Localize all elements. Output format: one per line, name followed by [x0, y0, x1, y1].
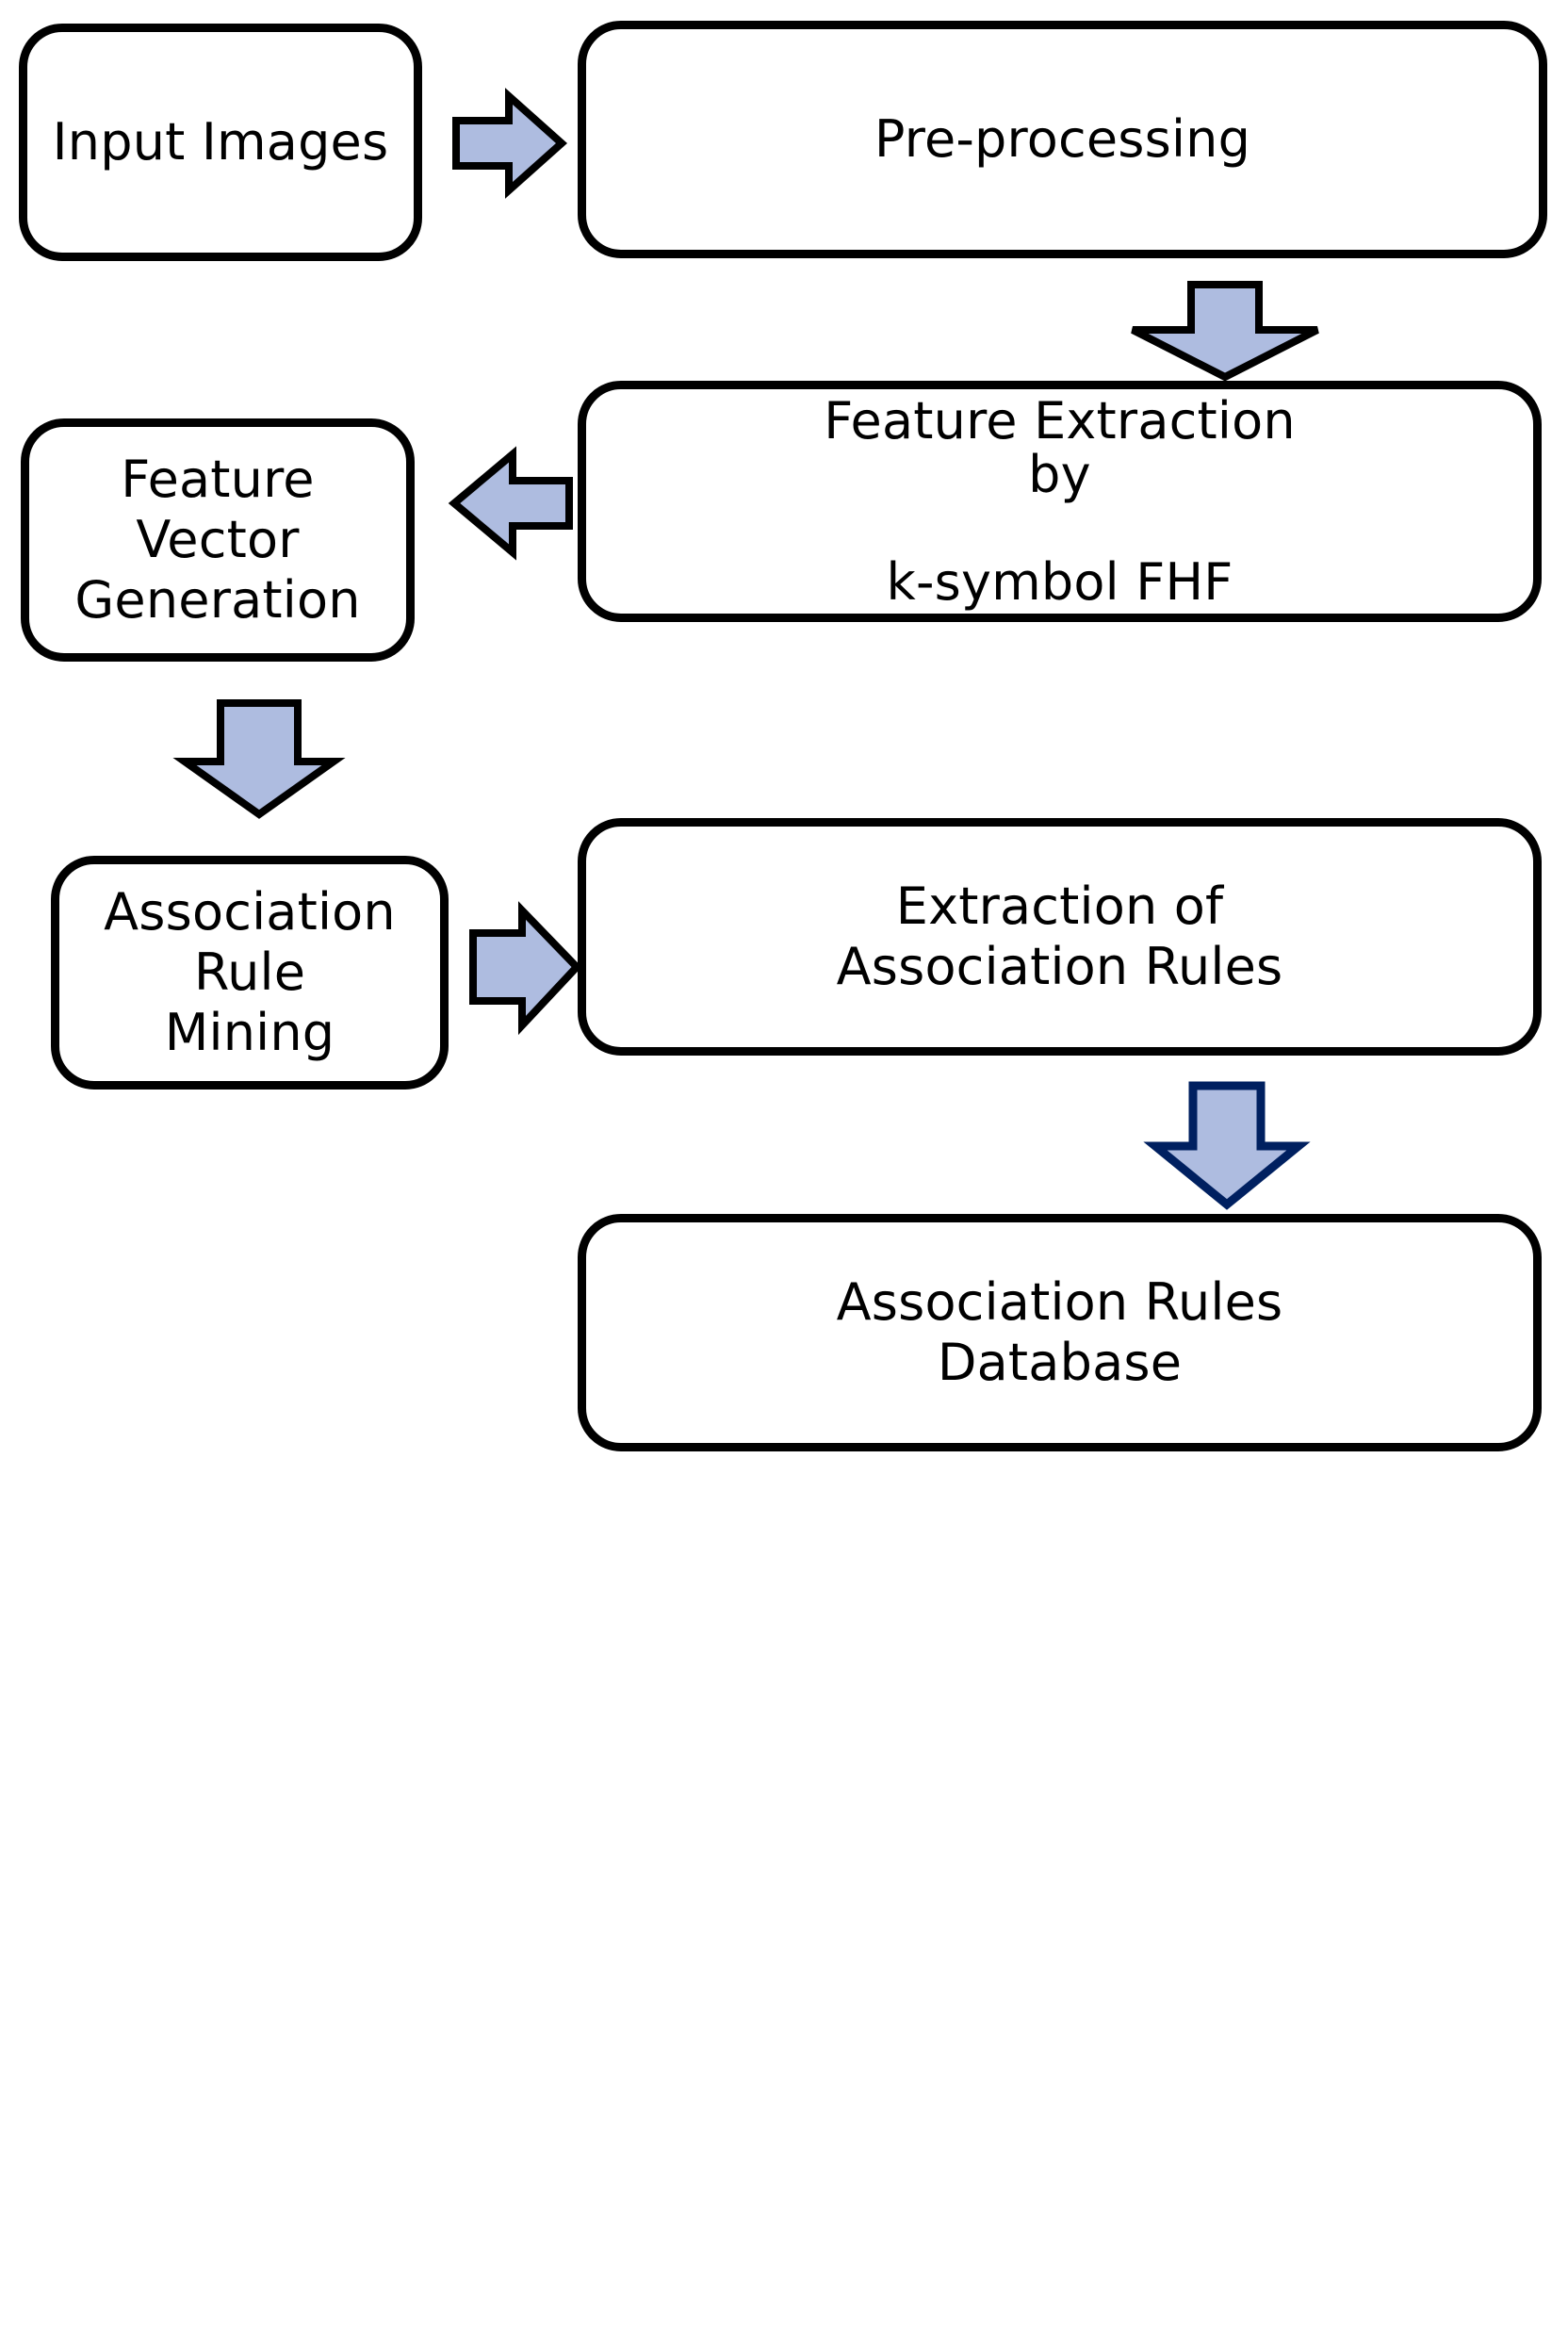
node-feature-vector-generation-label: Feature Vector Generation: [74, 450, 361, 630]
node-association-rules-database[interactable]: Association Rules Database: [578, 1214, 1542, 1451]
node-pre-processing[interactable]: Pre-processing: [578, 21, 1547, 258]
arrow-input-to-preprocessing: [452, 88, 568, 199]
node-input-images[interactable]: Input Images: [19, 24, 422, 261]
arrow-down-shape: [172, 699, 346, 819]
arrow-left-shape: [448, 446, 573, 561]
node-association-rule-mining-label: Association Rule Mining: [104, 882, 396, 1062]
arrow-feature-extraction-to-feature-vector: [448, 446, 573, 561]
arrow-right-shape: [469, 901, 582, 1036]
arrow-extraction-to-rules-database: [1143, 1081, 1311, 1210]
node-input-images-label: Input Images: [52, 112, 389, 172]
arrow-down-shape: [1143, 1081, 1311, 1210]
node-pre-processing-label: Pre-processing: [874, 109, 1251, 170]
arrow-rule-mining-to-extraction: [469, 901, 582, 1036]
node-association-rules-database-label: Association Rules Database: [836, 1272, 1283, 1392]
arrow-feature-vector-to-rule-mining: [172, 699, 346, 819]
node-feature-extraction[interactable]: Feature Extraction by k-symbol FHF: [578, 381, 1542, 622]
node-extraction-association-rules[interactable]: Extraction of Association Rules: [578, 818, 1542, 1056]
node-extraction-association-rules-label: Extraction of Association Rules: [836, 877, 1283, 996]
node-association-rule-mining[interactable]: Association Rule Mining: [51, 856, 449, 1090]
node-feature-vector-generation[interactable]: Feature Vector Generation: [21, 418, 415, 662]
node-feature-extraction-label: Feature Extraction by k-symbol FHF: [824, 390, 1296, 613]
arrow-down-shape: [1131, 281, 1319, 382]
arrow-right-shape: [452, 88, 568, 199]
arrow-preprocessing-to-feature-extraction: [1129, 281, 1321, 382]
